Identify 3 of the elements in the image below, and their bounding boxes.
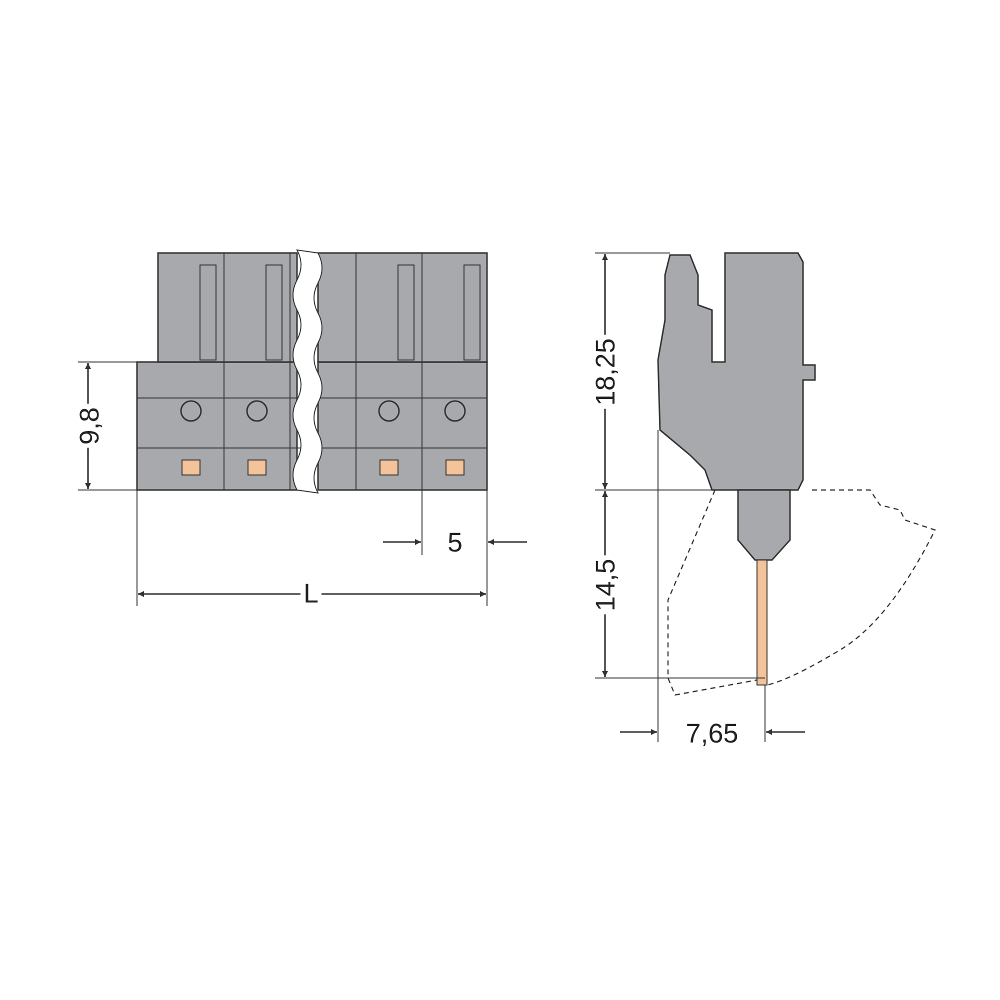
dimension-label: 9,8: [76, 404, 104, 448]
dimension-label: 18,25: [592, 335, 620, 409]
dimension-label: 14,5: [592, 556, 620, 614]
